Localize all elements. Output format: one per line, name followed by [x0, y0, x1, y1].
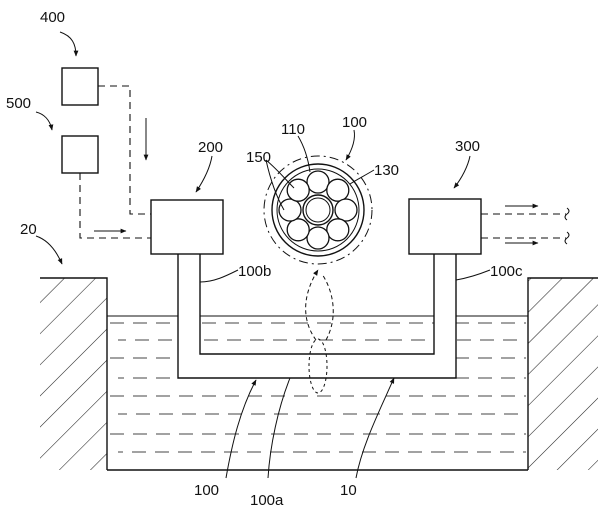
ground-right	[527, 277, 598, 470]
leader-500	[35, 111, 54, 131]
pipe-cross-section	[263, 155, 373, 265]
break-mark-lower	[564, 231, 570, 245]
leader-400	[59, 31, 79, 57]
leader-100b	[199, 269, 239, 283]
label-300: 300	[455, 138, 480, 155]
strand-circle	[326, 178, 350, 202]
leader-150-a	[265, 159, 295, 189]
strand-circle	[286, 218, 310, 242]
unit-300-box	[408, 198, 482, 255]
unit-500-box	[61, 135, 99, 174]
label-100c: 100c	[490, 263, 523, 280]
leader-150-b	[265, 159, 285, 211]
strand-circle	[286, 178, 310, 202]
strand-circle	[278, 198, 302, 222]
strand-ring	[278, 170, 358, 250]
label-20: 20	[20, 221, 37, 238]
label-100a: 100a	[250, 492, 284, 509]
break-mark-upper	[564, 207, 570, 221]
leader-20	[35, 235, 63, 265]
label-500: 500	[6, 95, 31, 112]
leader-10	[355, 377, 395, 479]
u-pipe	[177, 254, 457, 379]
leader-100-bottom	[225, 379, 257, 479]
label-10: 10	[340, 482, 357, 499]
leader-130	[349, 169, 375, 185]
ground-left	[40, 277, 108, 470]
label-400: 400	[40, 9, 65, 26]
leader-100-top	[345, 129, 355, 161]
label-100-top: 100	[342, 114, 367, 131]
rotation-ellipse	[308, 338, 328, 394]
unit-200-box	[150, 199, 224, 255]
label-100b: 100b	[238, 263, 271, 280]
line-400-to-200	[98, 85, 151, 215]
unit-400-box	[61, 67, 99, 106]
label-200: 200	[198, 139, 223, 156]
rotation-arrow	[305, 269, 319, 341]
rotation-arrow-outline	[321, 273, 334, 341]
leader-200	[195, 155, 213, 193]
center-core	[302, 194, 334, 226]
leader-300	[453, 155, 471, 189]
strand-circle	[334, 198, 358, 222]
label-110: 110	[281, 121, 305, 138]
strand-circle	[306, 226, 330, 250]
strand-circle	[306, 170, 330, 194]
leader-100c	[455, 269, 491, 281]
label-150: 150	[246, 149, 271, 166]
strand-circle	[326, 218, 350, 242]
line-500-to-200	[79, 173, 151, 239]
label-100-bottom: 100	[194, 482, 219, 499]
water-body	[107, 315, 528, 453]
leader-100a	[267, 377, 291, 479]
label-130: 130	[374, 162, 399, 179]
leader-110	[297, 135, 311, 173]
